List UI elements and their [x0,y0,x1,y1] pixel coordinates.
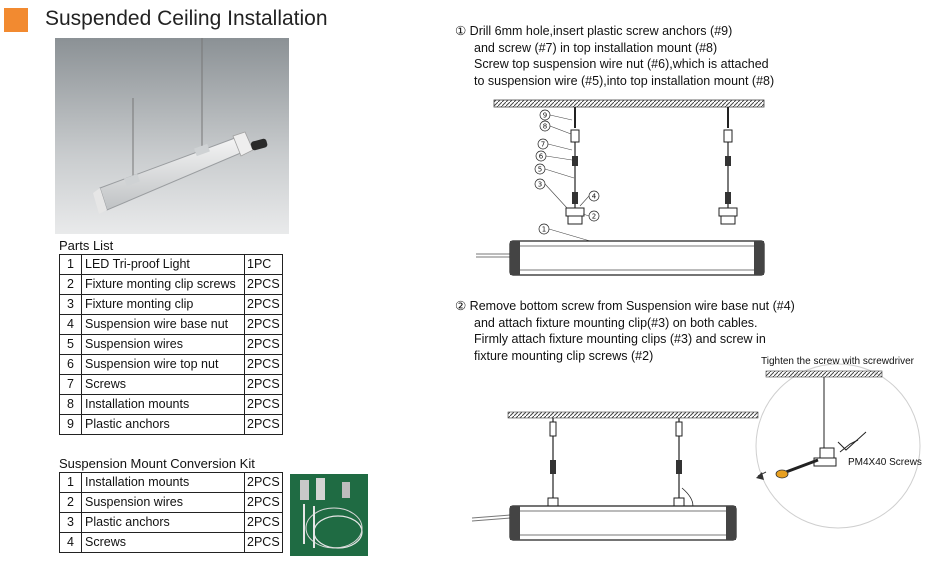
step-1-line-2: and screw (#7) in top installation mount… [474,40,718,55]
part-quantity: 2PCS [244,394,283,415]
part-quantity: 2PCS [244,274,283,295]
row-number: 6 [59,354,82,375]
row-number: 4 [59,532,82,553]
row-number: 2 [59,492,82,513]
part-name: Suspension wire base nut [81,314,245,335]
row-number: 3 [59,512,82,533]
row-number: 7 [59,374,82,395]
part-name: Screws [81,532,245,553]
callout-3: 3 [538,181,542,189]
part-name: Fixture monting clip screws [81,274,245,295]
part-quantity: 1PC [244,254,283,275]
row-number: 5 [59,334,82,355]
step-1-line-1: ① Drill 6mm hole,insert plastic screw an… [455,24,733,38]
part-name: Suspension wires [81,334,245,355]
step-2-instructions: ② Remove bottom screw from Suspension wi… [455,298,795,364]
row-number: 2 [59,274,82,295]
step-1-line-4: to suspension wire (#5),into top install… [474,73,775,88]
callout-6: 6 [539,153,544,161]
step-2-diagram [466,360,936,570]
step-2-line-2: and attach fixture mounting clip(#3) on … [474,315,758,330]
screw-label: PM4X40 Screws [848,457,922,468]
parts-list-title: Parts List [59,238,114,253]
part-name: Suspension wire top nut [81,354,245,375]
part-quantity: 2PCS [244,492,283,513]
callout-7: 7 [541,141,545,149]
page-title: Suspended Ceiling Installation [45,7,328,30]
callout-5: 5 [538,166,542,174]
part-quantity: 2PCS [244,334,283,355]
row-number: 4 [59,314,82,335]
part-name: Screws [81,374,245,395]
row-number: 1 [59,472,82,493]
row-number: 8 [59,394,82,415]
product-photo [55,38,289,234]
part-quantity: 2PCS [244,294,283,315]
callout-9: 9 [543,112,547,120]
title-accent-square [4,8,28,32]
part-name: Suspension wires [81,492,245,513]
part-name: LED Tri-proof Light [81,254,245,275]
part-quantity: 2PCS [244,354,283,375]
callout-2: 2 [592,213,596,221]
step-1-instructions: ① Drill 6mm hole,insert plastic screw an… [455,23,774,89]
part-name: Installation mounts [81,472,245,493]
part-quantity: 2PCS [244,532,283,553]
tighten-screw-note: Tighten the screw with screwdriver [761,356,915,367]
part-name: Installation mounts [81,394,245,415]
callout-8: 8 [543,123,547,131]
step-2-line-4: fixture mounting clip screws (#2) [474,348,654,363]
part-quantity: 2PCS [244,414,283,435]
row-number: 9 [59,414,82,435]
step-1-diagram: 9 8 7 6 5 3 4 2 1 [470,98,770,283]
part-quantity: 2PCS [244,374,283,395]
part-name: Plastic anchors [81,414,245,435]
step-1-line-3: Screw top suspension wire nut (#6),which… [474,57,769,72]
row-number: 1 [59,254,82,275]
step-2-line-1: ② Remove bottom screw from Suspension wi… [455,299,795,313]
part-name: Fixture monting clip [81,294,245,315]
conversion-kit-title: Suspension Mount Conversion Kit [59,456,255,471]
step-2-line-3: Firmly attach fixture mounting clips (#3… [474,332,766,347]
part-quantity: 2PCS [244,472,283,493]
part-quantity: 2PCS [244,512,283,533]
row-number: 3 [59,294,82,315]
part-name: Plastic anchors [81,512,245,533]
callout-1: 1 [542,226,546,234]
conversion-kit-photo [290,474,368,556]
part-quantity: 2PCS [244,314,283,335]
callout-4: 4 [592,193,597,201]
